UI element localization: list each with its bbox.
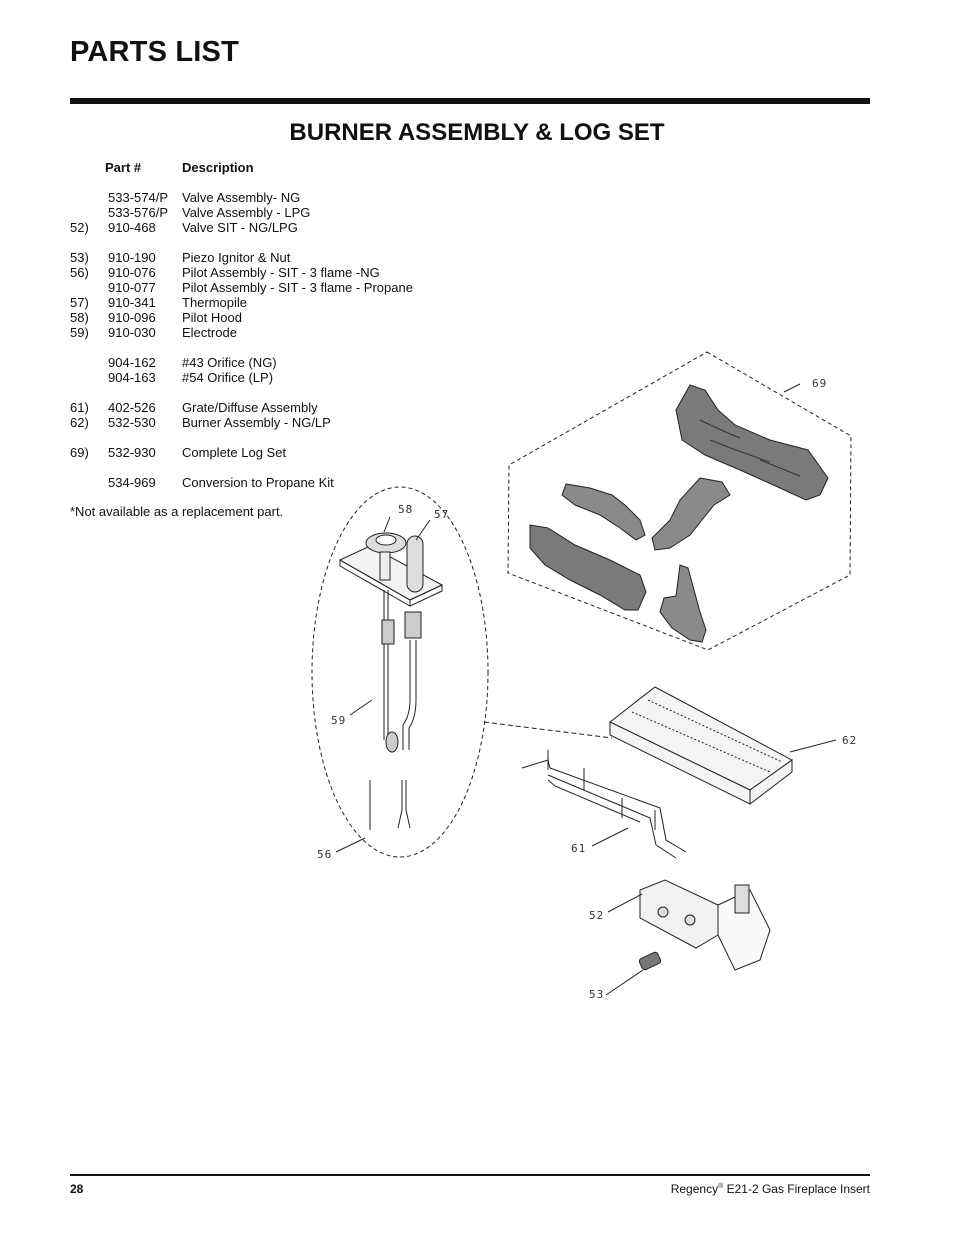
row-part: 910-030 — [108, 325, 156, 340]
grate-assembly — [521, 750, 687, 859]
burner-assembly — [609, 686, 793, 806]
section-title: BURNER ASSEMBLY & LOG SET — [289, 119, 665, 146]
row-desc: Thermopile — [182, 295, 248, 310]
row-desc: Pilot Assembly - SIT - 3 flame - Propane — [182, 280, 413, 295]
row-ref: 69) — [70, 445, 89, 460]
row-ref: 57) — [70, 295, 89, 310]
row-part: 533-576/P — [108, 205, 168, 220]
row-desc: Electrode — [182, 325, 237, 340]
registered-mark: ® — [718, 1183, 724, 1190]
row-part: 534-969 — [108, 475, 156, 490]
row-ref: 56) — [70, 265, 89, 280]
callout-57: 57 — [434, 508, 449, 521]
row-part: 533-574/P — [108, 190, 168, 205]
row-ref: 62) — [70, 415, 89, 430]
log-large-front — [529, 524, 647, 611]
row-desc: Burner Assembly - NG/LP — [182, 415, 331, 430]
callout-58: 58 — [398, 503, 413, 516]
callout-53: 53 — [589, 988, 604, 1001]
row-ref: 52) — [70, 220, 89, 235]
callout-62: 62 — [842, 734, 857, 747]
pilot-assembly-outline — [311, 486, 489, 858]
footer-product-name: Regency® E21-2 Gas Fireplace Insert — [671, 1182, 870, 1196]
row-part: 910-190 — [108, 250, 156, 265]
row-desc: Pilot Assembly - SIT - 3 flame -NG — [182, 265, 380, 280]
row-ref: 61) — [70, 400, 89, 415]
row-part: 532-530 — [108, 415, 156, 430]
valve-assembly — [639, 879, 771, 971]
header-part: Part # — [105, 160, 142, 175]
replacement-note: *Not available as a replacement part. — [70, 504, 284, 519]
row-desc: Piezo Ignitor & Nut — [182, 250, 291, 265]
row-desc: Valve Assembly - LPG — [182, 205, 311, 220]
header-description: Description — [182, 160, 254, 175]
callout-59: 59 — [331, 714, 346, 727]
row-ref: 58) — [70, 310, 89, 325]
log-upright-right — [651, 477, 731, 551]
row-desc: #54 Orifice (LP) — [182, 370, 274, 385]
row-ref: 59) — [70, 325, 89, 340]
row-ref: 53) — [70, 250, 89, 265]
log-small-left — [561, 483, 646, 541]
row-part: 402-526 — [108, 400, 156, 415]
row-desc: Valve SIT - NG/LPG — [182, 220, 298, 235]
row-desc: Grate/Diffuse Assembly — [182, 400, 318, 415]
row-desc: Valve Assembly- NG — [182, 190, 301, 205]
log-large-back — [675, 384, 829, 501]
callout-52: 52 — [589, 909, 604, 922]
callout-56: 56 — [317, 848, 332, 861]
row-part: 910-077 — [108, 280, 156, 295]
row-part: 910-076 — [108, 265, 156, 280]
row-desc: #43 Orifice (NG) — [182, 355, 277, 370]
row-part: 910-096 — [108, 310, 156, 325]
connector-line — [483, 721, 613, 739]
callout-61: 61 — [571, 842, 586, 855]
title-rule — [70, 98, 870, 104]
row-part: 904-162 — [108, 355, 156, 370]
row-desc: Complete Log Set — [182, 445, 287, 460]
row-part: 910-468 — [108, 220, 156, 235]
callout-69: 69 — [812, 377, 827, 390]
row-desc: Pilot Hood — [182, 310, 242, 325]
log-charred-piece — [659, 564, 707, 643]
footer-rule — [70, 1174, 870, 1176]
row-desc: Conversion to Propane Kit — [182, 475, 334, 490]
row-part: 910-341 — [108, 295, 156, 310]
page-number: 28 — [70, 1182, 84, 1196]
page-title: PARTS LIST — [70, 36, 240, 68]
row-part: 532-930 — [108, 445, 156, 460]
row-part: 904-163 — [108, 370, 156, 385]
footer-product: E21-2 Gas Fireplace Insert — [723, 1182, 870, 1196]
footer-brand: Regency — [670, 1182, 719, 1196]
pilot-assembly — [338, 532, 444, 830]
piezo-ignitor — [638, 951, 662, 971]
